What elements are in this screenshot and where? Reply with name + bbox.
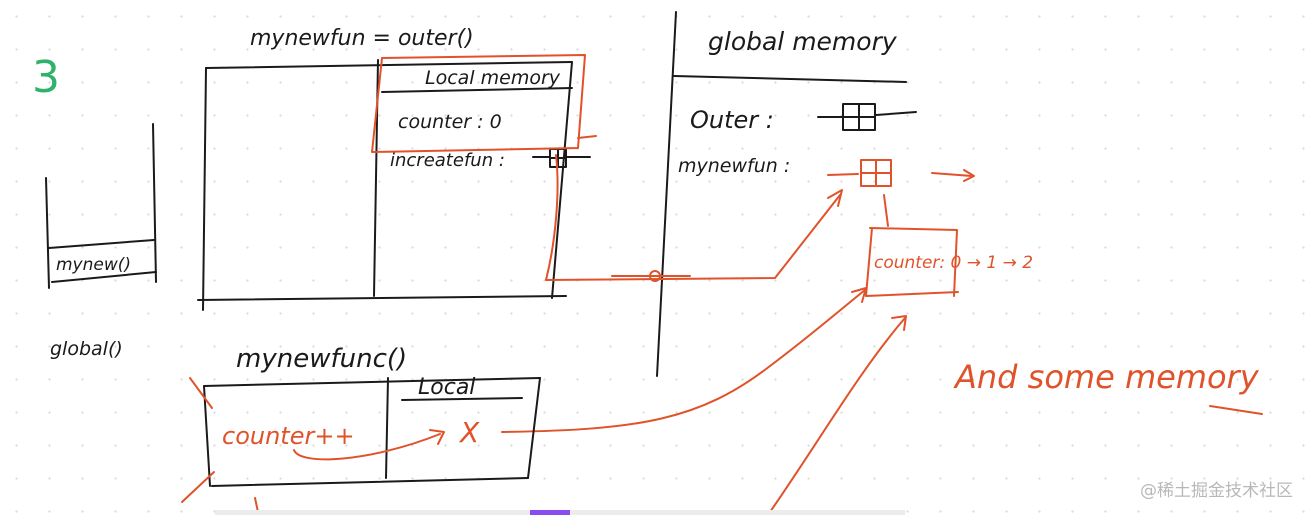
outer-box-right [551, 61, 573, 299]
arrow-closure-node [649, 270, 661, 282]
call-box-bottom [211, 477, 529, 487]
watermark: @稀土掘金技术社区 [1140, 481, 1293, 501]
annotation-text: And some memory [953, 358, 1260, 396]
arrow-memory-note [769, 317, 906, 513]
cursor-mark [254, 497, 259, 513]
global-row-mynewfun: mynewfun : [678, 155, 790, 177]
call-execution-context: mynewfunc() Local counter++ X [181, 344, 541, 513]
global-row-outer: Outer : [690, 106, 774, 134]
global-memory-title: global memory [708, 27, 898, 56]
bottom-toolbar-accent [530, 510, 570, 515]
local-memory-highlight [371, 54, 586, 153]
outer-box-bottom [197, 295, 567, 301]
annotation-underline [1209, 405, 1263, 415]
global-memory-divider [656, 11, 677, 377]
outer-function-icon [817, 103, 917, 131]
call-box-left [203, 385, 211, 487]
call-stack-frame-label: mynew() [56, 255, 131, 275]
arrow-closure-head [827, 189, 843, 207]
backpack-box [869, 227, 958, 297]
reference-arrows [501, 154, 907, 513]
call-stack-frame-bottom [51, 271, 157, 283]
bracket-bottom [181, 471, 215, 503]
call-stack-frame-top [48, 239, 155, 249]
step-number: 3 [32, 52, 60, 103]
local-memory-title: Local memory [425, 67, 561, 89]
highlight-tail [577, 135, 597, 139]
arrow-x-to-backpack [501, 289, 866, 433]
backpack-link [883, 194, 889, 227]
local-memory-underline [381, 87, 573, 93]
outer-box-left [202, 67, 207, 311]
outer-context-title: mynewfun = outer() [250, 26, 474, 51]
outer-execution-context: mynewfun = outer() Local memory counter … [197, 26, 597, 311]
call-local-title: Local [418, 375, 475, 400]
global-memory-panel: global memory Outer : mynewfun : [656, 11, 1033, 377]
function-box-icon [532, 148, 591, 168]
counter-row: counter : 0 [398, 111, 502, 133]
arrow-memory-head [891, 315, 907, 331]
arrow-counter-to-local [293, 433, 441, 461]
call-stack-left-wall [45, 177, 50, 289]
call-stack: mynew() global() [45, 123, 157, 360]
backpack-counter-progression: counter: 0 → 1 → 2 [874, 253, 1033, 273]
backpack-box-left [865, 227, 959, 297]
x-mark: X [458, 416, 480, 449]
call-stack-right-wall [152, 123, 157, 283]
arrow-x-head [851, 287, 867, 303]
increment-row: increatefun : [390, 150, 505, 171]
call-box-top [203, 377, 541, 387]
call-stack-global-label: global() [50, 338, 123, 360]
mynewfun-function-icon [827, 159, 975, 187]
arrow-counter-head [429, 429, 445, 445]
call-context-title: mynewfunc() [236, 344, 407, 374]
outer-box-top [205, 61, 573, 69]
global-memory-underline [673, 75, 907, 83]
call-box-divider [385, 377, 389, 479]
call-local-underline [401, 397, 523, 401]
arrow-closure-to-global [545, 154, 841, 281]
bracket-top [189, 377, 213, 409]
counter-increment: counter++ [222, 422, 355, 450]
call-box-right [527, 377, 541, 479]
